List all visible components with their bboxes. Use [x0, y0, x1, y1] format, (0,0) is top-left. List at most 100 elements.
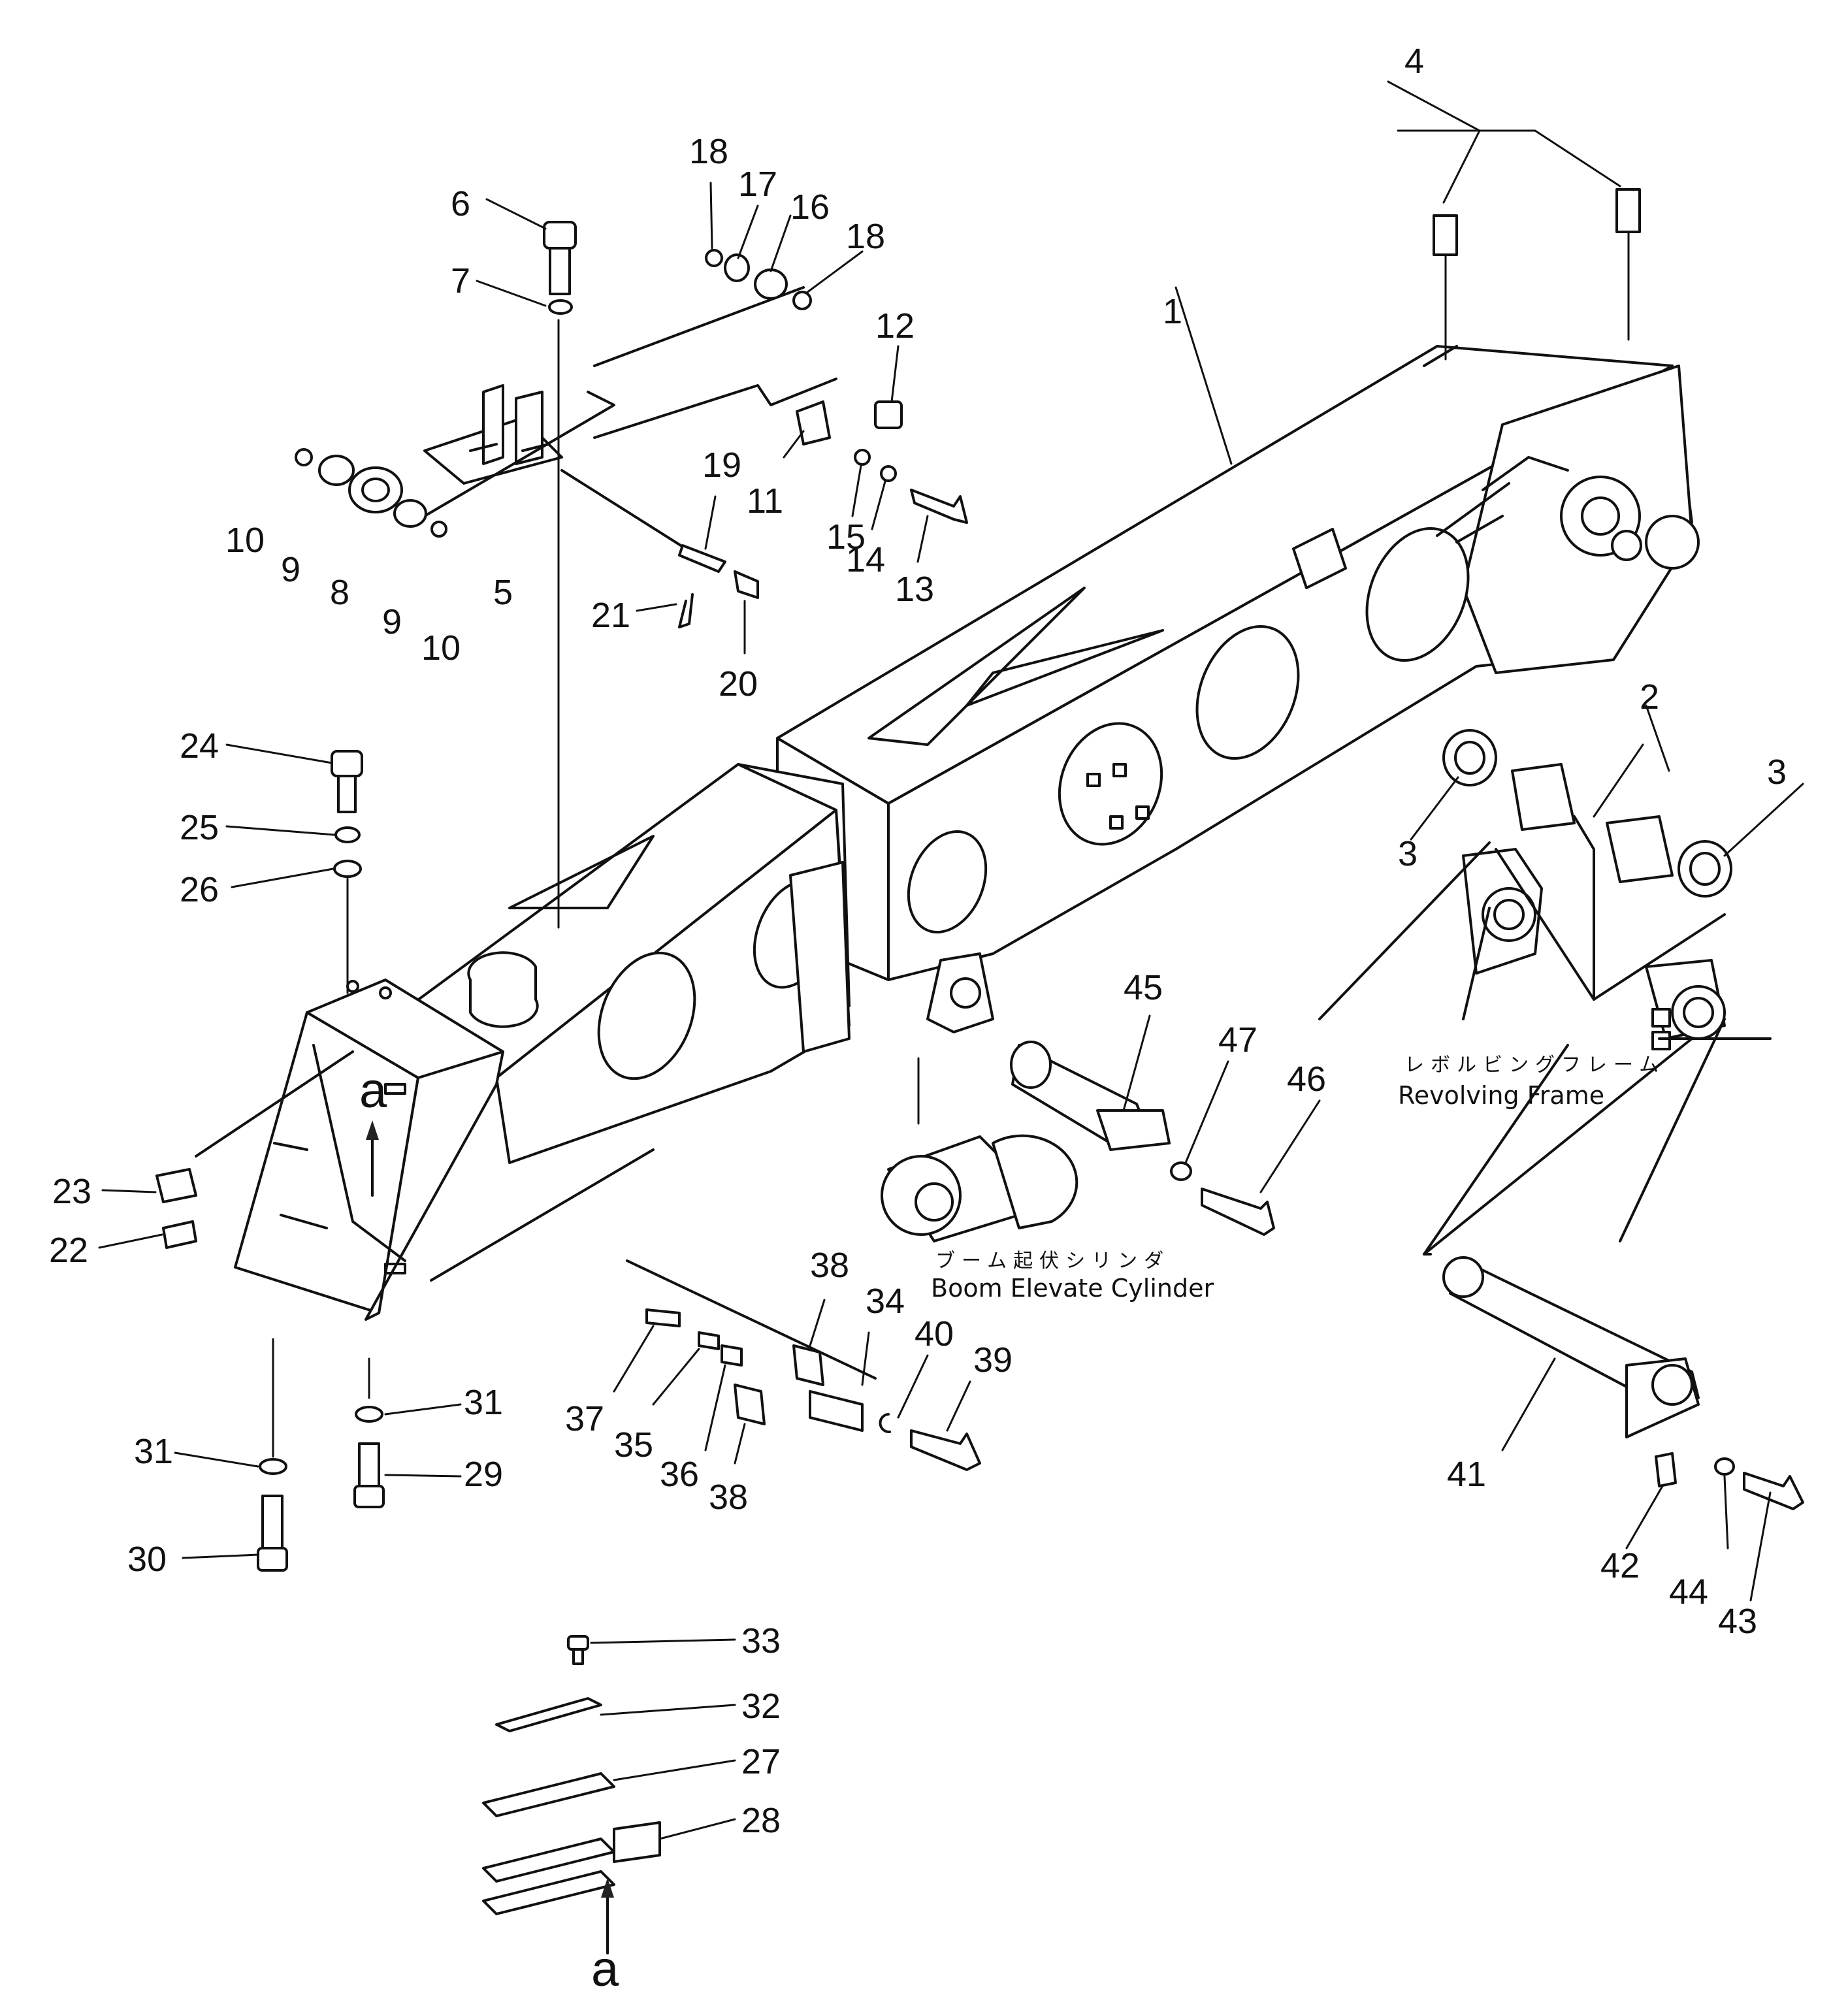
bolt-6-head: [543, 221, 577, 250]
bolt-13-icon: [910, 489, 968, 524]
callout-13: 13: [895, 570, 934, 609]
clamp-hardware: [430, 1148, 981, 1471]
callout-16: 16: [790, 187, 830, 227]
washer-31-icon: [259, 1458, 287, 1475]
cylinder-eye: [881, 1155, 962, 1236]
screw-33-shank: [572, 1648, 584, 1665]
washer-18-icon: [705, 249, 723, 267]
bushing-3-bore: [1454, 741, 1485, 775]
cotter-21-icon: [678, 593, 694, 628]
bracket-34-icon: [809, 1390, 864, 1432]
boom-head-bolt-hole: [379, 986, 392, 999]
revolving-frame-label-en: Revolving Frame: [1398, 1081, 1604, 1110]
pin-41-end: [1442, 1256, 1484, 1298]
callout-28: 28: [741, 1801, 781, 1840]
callout-22: 22: [49, 1231, 88, 1270]
boom-assembly: [234, 345, 1700, 1321]
callout-10: 10: [421, 628, 461, 668]
plate-35-icon: [698, 1331, 720, 1350]
washer-44-icon: [1714, 1457, 1735, 1476]
callout-21: 21: [591, 596, 630, 635]
bolt-43-icon: [1743, 1472, 1804, 1510]
frame-lug-bore: [1493, 899, 1525, 930]
boom-end-edge: [1423, 345, 1458, 367]
washer-47-icon: [1170, 1161, 1192, 1181]
collar-17-icon: [724, 253, 750, 282]
callout-18: 18: [689, 132, 728, 171]
boom-foot-bushing-small: [1611, 530, 1642, 561]
pin-16-icon: [754, 268, 788, 300]
callout-15: 15: [826, 517, 866, 557]
boom-top-cap: [467, 951, 539, 1028]
cylinder-mount-hole: [950, 977, 981, 1009]
leader-line: [195, 1050, 354, 1158]
washer-26-icon: [333, 860, 362, 878]
callout-39: 39: [973, 1340, 1013, 1380]
grease-fitting-4-icon: [1433, 214, 1458, 256]
bushing-2-icon: [1606, 815, 1674, 883]
washer-25-icon: [334, 826, 361, 843]
view-a-arrowhead-lower: [601, 1878, 614, 1898]
bearing-9-icon: [318, 455, 355, 486]
callout-3: 3: [1398, 834, 1418, 873]
bolt-37-icon: [645, 1308, 681, 1327]
leader-line: [626, 1259, 877, 1380]
fitting-20-icon: [734, 570, 759, 599]
boom-hole-bolt: [1109, 815, 1124, 830]
frame-fitting: [1651, 1008, 1671, 1028]
bolt-30-shank: [261, 1495, 284, 1549]
callout-24: 24: [180, 726, 219, 766]
pad-28-lower-icon: [482, 1870, 615, 1915]
callout-34: 34: [866, 1282, 905, 1321]
callout-30: 30: [127, 1540, 167, 1579]
pad-27-icon: [482, 1772, 615, 1817]
washer-15-icon: [854, 449, 871, 466]
boom-sensor-bracket: [1292, 528, 1347, 589]
boom-end-frame: [789, 861, 851, 1053]
leader-line: [423, 391, 615, 517]
callout-14: 14: [846, 540, 885, 579]
callout-3: 3: [1767, 753, 1787, 792]
plate-36-icon: [721, 1344, 743, 1367]
sheave-bracket-plate: [515, 391, 543, 465]
boom-top-plate: [867, 587, 1086, 746]
leader-line: [593, 286, 805, 367]
boom-rail: [1436, 482, 1510, 543]
clamp-11-icon: [796, 400, 831, 446]
leader-line: [1573, 815, 1595, 1001]
callout-leaders: [98, 80, 1804, 1840]
callout-32: 32: [741, 1687, 781, 1726]
cylinder-head: [992, 1134, 1078, 1229]
callout-1: 1: [1163, 292, 1182, 331]
sheave-8-bore: [361, 478, 390, 502]
callout-18: 18: [846, 217, 885, 256]
callout-31: 31: [464, 1383, 503, 1422]
callout-29: 29: [464, 1455, 503, 1494]
leader-line: [430, 1148, 655, 1282]
callout-38: 38: [810, 1246, 849, 1285]
clamp-38-icon: [734, 1384, 766, 1425]
frame-lug-boss: [1482, 887, 1536, 942]
pad-22-icon: [162, 1220, 197, 1249]
bolt-39-icon: [910, 1429, 981, 1471]
washer-10-icon: [430, 521, 447, 538]
callout-43: 43: [1718, 1602, 1757, 1641]
cylinder-eye-bore: [915, 1182, 954, 1222]
sheave-bracket-plate: [482, 384, 504, 465]
leader-line: [593, 378, 837, 439]
callout-17: 17: [738, 165, 777, 204]
bolt-24-shank: [337, 775, 357, 813]
plate-32-icon: [495, 1697, 602, 1732]
callout-38: 38: [709, 1478, 748, 1517]
pin-45-plate: [1096, 1109, 1171, 1151]
callout-11: 11: [747, 481, 783, 521]
pin-41-plate-hole: [1651, 1364, 1693, 1406]
callout-46: 46: [1287, 1060, 1326, 1099]
boom-hole-bolt: [1135, 805, 1150, 820]
callout-8: 8: [330, 573, 349, 612]
washer-18-icon: [792, 291, 812, 310]
view-a-marker-lower: a: [591, 1941, 619, 1993]
callout-9: 9: [382, 602, 402, 641]
view-a-marker-upper: a: [359, 1063, 387, 1118]
